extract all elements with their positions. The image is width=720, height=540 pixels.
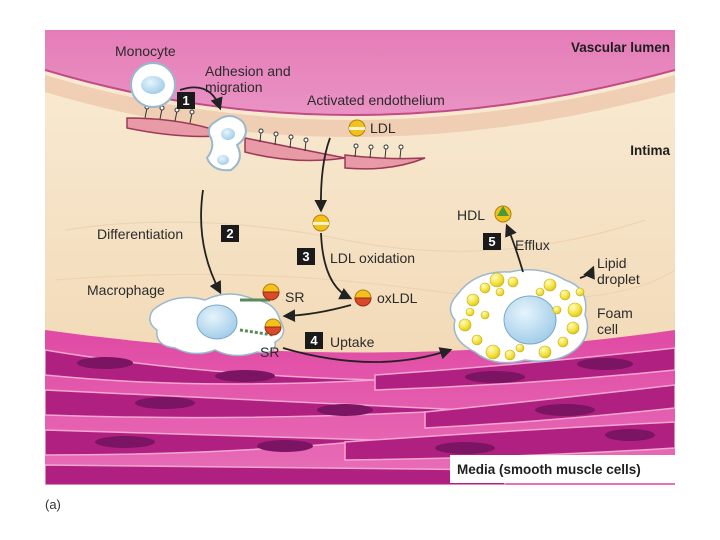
lipid-droplet bbox=[504, 349, 516, 361]
lipid-droplet bbox=[557, 336, 569, 348]
hdl-particle bbox=[494, 205, 512, 223]
ldl-label: LDL bbox=[370, 120, 396, 136]
uptake-label: Uptake bbox=[330, 334, 375, 350]
step-5: 5 bbox=[483, 233, 501, 250]
lipid-droplet bbox=[552, 305, 562, 315]
arrow-oxldl-to-sr bbox=[282, 304, 352, 322]
sr-label-bottom: SR bbox=[260, 344, 279, 360]
arrow-efflux bbox=[505, 223, 524, 273]
differentiation-label: Differentiation bbox=[97, 226, 183, 242]
lipid-droplet bbox=[479, 282, 491, 294]
lipid-droplet bbox=[535, 287, 545, 297]
svg-text:2: 2 bbox=[226, 226, 233, 241]
arrow-uptake bbox=[282, 347, 453, 363]
scavenger-receptor-bottom bbox=[239, 318, 282, 337]
vascular-lumen-label: Vascular lumen bbox=[571, 40, 670, 55]
pathway-arrows bbox=[179, 86, 595, 363]
lipid-droplet bbox=[566, 321, 580, 335]
ldl-oxidation-label: LDL oxidation bbox=[330, 250, 415, 266]
svg-text:1: 1 bbox=[182, 93, 189, 108]
lipid-droplet-label-2: droplet bbox=[597, 271, 640, 287]
foam-cell-label-1: Foam bbox=[597, 305, 633, 321]
svg-text:4: 4 bbox=[310, 333, 318, 348]
macrophage-label: Macrophage bbox=[87, 282, 165, 298]
hdl-label: HDL bbox=[457, 207, 485, 223]
ldl-particle-intima bbox=[312, 214, 330, 232]
step-4: 4 bbox=[305, 332, 323, 349]
activated-endothelial-cells bbox=[126, 117, 426, 170]
media-label-box bbox=[450, 455, 675, 483]
svg-text:3: 3 bbox=[302, 249, 309, 264]
arrow-adhesion bbox=[179, 86, 223, 111]
macrophage-cell bbox=[149, 293, 285, 357]
lipid-droplet bbox=[485, 344, 501, 360]
lipid-droplet bbox=[567, 302, 583, 318]
activated-endothelium-label: Activated endothelium bbox=[307, 92, 445, 108]
intima-label: Intima bbox=[630, 143, 670, 158]
lipid-droplet bbox=[480, 310, 490, 320]
arrow-lipid-droplet bbox=[579, 265, 595, 280]
lipid-droplet bbox=[471, 334, 483, 346]
adhesion-label-2: migration bbox=[205, 79, 263, 95]
foam-cell-label-2: cell bbox=[597, 321, 618, 337]
sr-label-top: SR bbox=[285, 289, 304, 305]
lipid-droplet bbox=[465, 307, 475, 317]
adhesion-label-1: Adhesion and bbox=[205, 63, 291, 79]
step-1: 1 bbox=[177, 92, 195, 109]
arrow-oxidation bbox=[320, 232, 353, 300]
figure-caption: (a) bbox=[45, 497, 61, 512]
media-label: Media (smooth muscle cells) bbox=[457, 462, 641, 477]
arrow-differentiation bbox=[200, 189, 222, 295]
lipid-droplets bbox=[458, 272, 585, 361]
figure-canvas: 1 2 3 4 5 Monocyte Adhesion and migratio… bbox=[45, 30, 675, 485]
lipid-droplet bbox=[507, 276, 519, 288]
monocyte-label: Monocyte bbox=[115, 43, 176, 59]
oxldl-label: oxLDL bbox=[377, 290, 418, 306]
efflux-label: Efflux bbox=[515, 237, 550, 253]
lipid-droplet bbox=[515, 343, 525, 353]
step-3: 3 bbox=[297, 248, 315, 265]
endothelium-band bbox=[45, 75, 675, 137]
lipid-droplet bbox=[543, 278, 557, 292]
svg-text:5: 5 bbox=[488, 234, 495, 249]
oxldl-particle bbox=[354, 289, 372, 307]
migrating-monocyte bbox=[205, 115, 247, 172]
lipid-droplet bbox=[495, 287, 505, 297]
ldl-particle bbox=[348, 119, 366, 137]
lipid-droplet bbox=[559, 289, 571, 301]
lipid-droplet bbox=[538, 345, 552, 359]
lipid-droplet-label-1: Lipid bbox=[597, 255, 627, 271]
muscle-nuclei bbox=[77, 357, 655, 454]
lipid-droplet bbox=[458, 318, 472, 332]
scavenger-receptor-top bbox=[240, 283, 280, 302]
atherosclerosis-figure: 1 2 3 4 5 Monocyte Adhesion and migratio… bbox=[45, 30, 675, 485]
arrow-ldl-entry bbox=[314, 137, 331, 213]
monocyte-cell bbox=[130, 62, 176, 108]
lipid-droplet bbox=[575, 287, 585, 297]
lipid-droplet bbox=[466, 293, 480, 307]
lipid-droplet bbox=[489, 272, 505, 288]
step-2: 2 bbox=[221, 225, 239, 242]
